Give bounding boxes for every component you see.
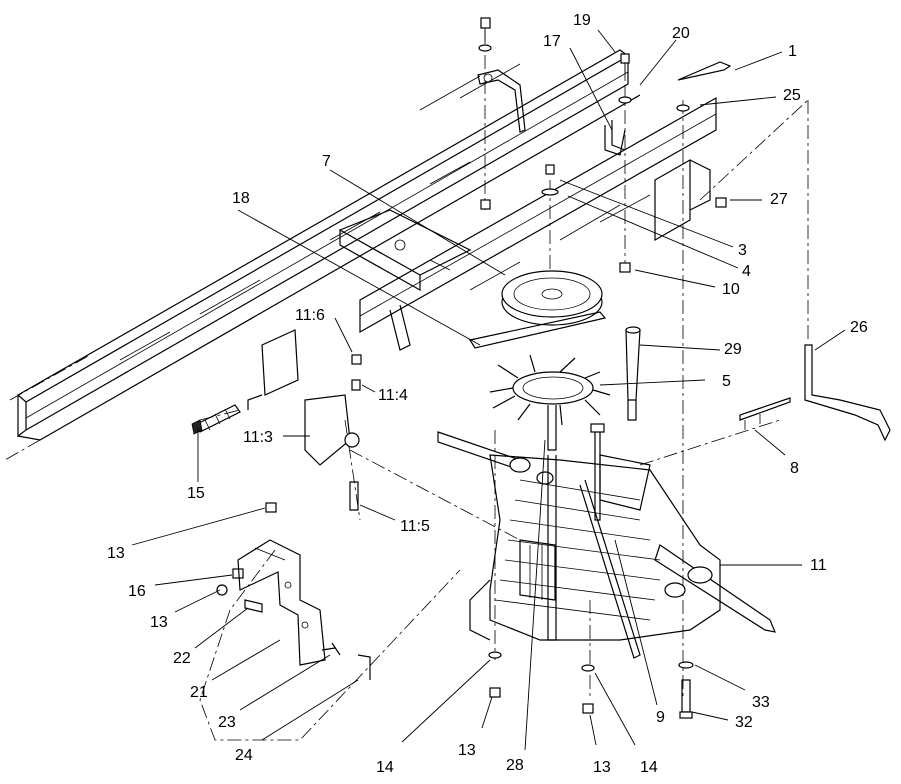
shift-lever — [739, 344, 891, 442]
callout-8: 8 — [790, 460, 799, 477]
callout-5: 5 — [722, 373, 731, 390]
callout-13-c: 13 — [458, 742, 476, 759]
callout-21: 21 — [190, 684, 208, 701]
callout-9: 9 — [656, 709, 665, 726]
callout-14-b: 14 — [640, 759, 658, 776]
upper-bracket — [477, 69, 626, 156]
callout-22: 22 — [173, 650, 191, 667]
fasteners — [216, 17, 732, 719]
callout-4: 4 — [742, 263, 751, 280]
callout-10: 10 — [722, 281, 740, 298]
callout-13-b: 13 — [150, 614, 168, 631]
callout-3: 3 — [738, 242, 747, 259]
callout-11: 11 — [810, 557, 827, 574]
assembly-axes — [199, 30, 809, 741]
callout-26: 26 — [850, 319, 868, 336]
callout-20: 20 — [672, 25, 690, 42]
callout-13-d: 13 — [593, 759, 611, 776]
callout-19: 19 — [573, 12, 591, 29]
callout-11-4: 11:4 — [378, 387, 408, 404]
frame-rails — [4, 49, 717, 461]
callout-11-5: 11:5 — [400, 518, 430, 535]
mounting-bracket — [237, 539, 326, 666]
callout-7: 7 — [322, 153, 331, 170]
callout-28: 28 — [506, 757, 524, 774]
idler-bracket — [191, 329, 360, 466]
callout-29: 29 — [724, 341, 742, 358]
callout-15: 15 — [187, 485, 205, 502]
callout-11-3: 11:3 — [243, 429, 273, 446]
callout-16: 16 — [128, 583, 146, 600]
drive-pulley — [469, 270, 607, 349]
callout-18: 18 — [232, 190, 250, 207]
callout-17: 17 — [543, 33, 561, 50]
transaxle — [437, 423, 776, 659]
callout-24: 24 — [235, 747, 253, 764]
callout-14-a: 14 — [376, 759, 394, 776]
callout-27: 27 — [770, 191, 788, 208]
callout-33: 33 — [752, 694, 770, 711]
callout-25: 25 — [783, 87, 801, 104]
callout-1: 1 — [788, 43, 797, 60]
callout-32: 32 — [735, 714, 753, 731]
leader-lines — [131, 29, 846, 751]
cooling-fan — [489, 354, 611, 451]
callout-23: 23 — [218, 714, 236, 731]
callout-11-6: 11:6 — [295, 307, 325, 324]
link-rod — [625, 326, 641, 421]
callout-labels: 19 20 17 1 25 7 27 18 3 4 10 26 11:6 29 … — [107, 12, 868, 776]
callout-13-a: 13 — [107, 545, 125, 562]
